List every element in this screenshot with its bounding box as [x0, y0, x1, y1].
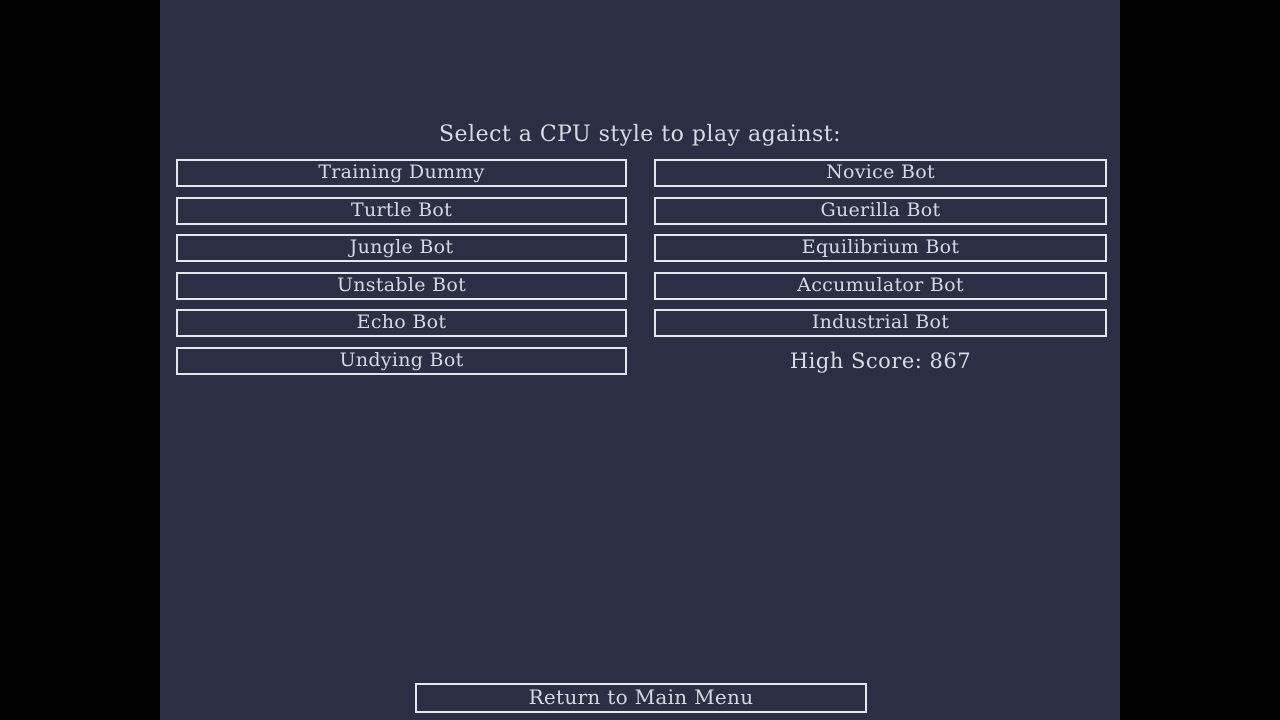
- cpu-select-screen: Select a CPU style to play against: Trai…: [160, 0, 1120, 720]
- screen-title: Select a CPU style to play against:: [438, 122, 842, 147]
- cpu-button-accumulator-bot[interactable]: Accumulator Bot: [654, 272, 1107, 300]
- cpu-button-training-dummy[interactable]: Training Dummy: [176, 159, 627, 187]
- cpu-button-industrial-bot[interactable]: Industrial Bot: [654, 309, 1107, 337]
- cpu-button-unstable-bot[interactable]: Unstable Bot: [176, 272, 627, 300]
- high-score-text: High Score: 867: [789, 349, 972, 373]
- cpu-button-undying-bot[interactable]: Undying Bot: [176, 347, 627, 375]
- return-to-main-menu-button[interactable]: Return to Main Menu: [415, 683, 867, 713]
- cpu-button-equilibrium-bot[interactable]: Equilibrium Bot: [654, 234, 1107, 262]
- cpu-button-echo-bot[interactable]: Echo Bot: [176, 309, 627, 337]
- cpu-button-novice-bot[interactable]: Novice Bot: [654, 159, 1107, 187]
- cpu-button-guerilla-bot[interactable]: Guerilla Bot: [654, 197, 1107, 225]
- cpu-button-turtle-bot[interactable]: Turtle Bot: [176, 197, 627, 225]
- cpu-button-jungle-bot[interactable]: Jungle Bot: [176, 234, 627, 262]
